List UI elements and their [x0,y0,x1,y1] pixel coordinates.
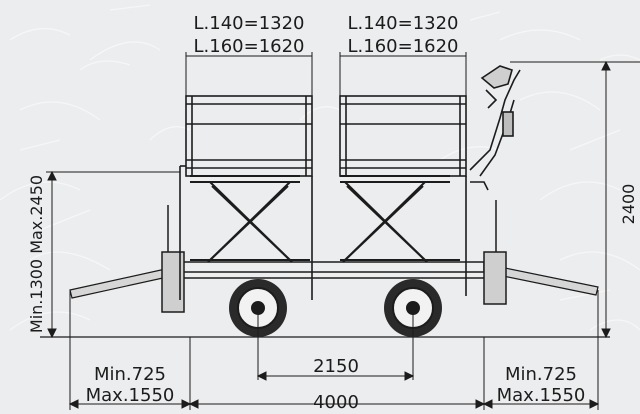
left-ramp [69,267,173,299]
dim-total-height [510,60,640,339]
label-platform-left-2: L.160=1620 [194,36,305,57]
right-scissor-lift [340,175,460,263]
label-overall-length: 4000 [313,392,359,410]
label-platform-left-1: L.140=1320 [194,13,305,34]
background-texture [0,4,640,331]
chassis [161,200,507,313]
dim-ramp-right [482,290,600,410]
label-wheelbase: 2150 [313,356,359,377]
label-ramp-left-1: Min.725 [94,364,166,385]
right-platform [339,95,467,177]
dim-platform-left [185,52,313,96]
platform-posts [179,166,467,300]
right-ramp [502,267,599,296]
label-ramp-right-1: Min.725 [505,364,577,385]
label-platform-right-2: L.160=1620 [348,36,459,57]
dim-platform-right [339,52,467,96]
label-platform-right-1: L.140=1320 [348,13,459,34]
label-ramp-left-2: Max.1550 [86,385,175,406]
dim-wheelbase [256,308,415,381]
label-ramp-right-2: Max.1550 [497,385,586,406]
dim-height-range [46,170,180,339]
label-height-range: Min.1300 Max.2450 [27,175,46,333]
dim-ramp-left [68,290,192,410]
left-scissor-lift [190,175,310,263]
label-total-height: 2400 [619,184,638,225]
dim-overall-length [188,337,486,410]
operator-seat [469,65,521,191]
left-platform [180,95,313,177]
